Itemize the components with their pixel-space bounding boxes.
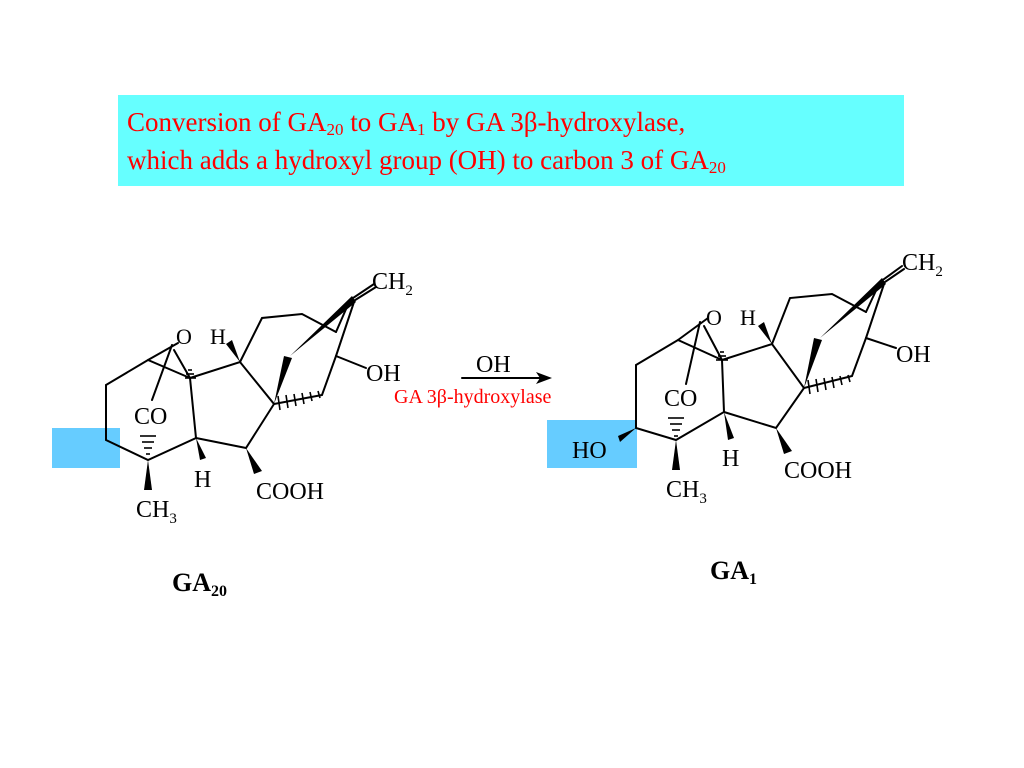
ga1-name-subscript: 1 bbox=[749, 571, 757, 588]
ga20-label-cooh: COOH bbox=[256, 479, 324, 505]
ga1-ring-c bbox=[771, 292, 867, 345]
ga1-wedge bbox=[672, 440, 680, 470]
ga20-bond bbox=[335, 301, 355, 357]
ga1-label-oh: OH bbox=[896, 342, 931, 368]
ga1-bond bbox=[865, 283, 885, 339]
ga20-name: GA20 bbox=[172, 568, 227, 600]
title-subscript: 20 bbox=[708, 158, 726, 177]
ga20-label-h-bottom: H bbox=[194, 467, 211, 493]
ga20-label-ch3: CH3 bbox=[136, 497, 177, 527]
ga1-name-text: GA bbox=[710, 556, 749, 585]
ga1-bond bbox=[685, 321, 701, 385]
ga1-bond bbox=[677, 317, 709, 341]
arrow-head bbox=[536, 372, 552, 384]
ga20-label-co: CO bbox=[134, 404, 167, 430]
ga1-wedge bbox=[804, 338, 822, 388]
ga1-label-h-top: H bbox=[740, 305, 756, 330]
title-box: Conversion of GA20 to GA1 by GA 3β-hydro… bbox=[118, 95, 904, 186]
ga20-wedge bbox=[246, 448, 262, 474]
ga1-hash-bonds bbox=[668, 351, 851, 437]
title-line-1: Conversion of GA20 to GA1 by GA 3β-hydro… bbox=[127, 103, 904, 141]
ga20-label-ch2: CH2 bbox=[372, 269, 413, 299]
ga20-c3-highlight bbox=[52, 428, 120, 468]
ga20-ring-c bbox=[239, 312, 337, 363]
ga1-bond bbox=[703, 325, 723, 361]
title-text: to GA bbox=[343, 107, 417, 137]
reagent-label: OH bbox=[476, 352, 511, 378]
ga20-wedge bbox=[274, 356, 292, 404]
title-subscript: 1 bbox=[416, 120, 426, 139]
ga1-ring-b bbox=[721, 342, 806, 430]
ga1-double-bond bbox=[881, 268, 905, 285]
reaction-arrow-group: OH GA 3β-hydroxylase bbox=[394, 352, 552, 408]
ga1-wedge bbox=[724, 412, 734, 440]
ga20-bond bbox=[151, 344, 173, 401]
ga1-label-o: O bbox=[706, 305, 722, 330]
ga20-name-text: GA bbox=[172, 568, 211, 597]
ga20-ring-b bbox=[189, 360, 276, 450]
ga20-label-o: O bbox=[176, 324, 192, 349]
title-line-2: which adds a hydroxyl group (OH) to carb… bbox=[127, 141, 904, 179]
title-text: Conversion of GA bbox=[127, 107, 327, 137]
ga20-oh-bond bbox=[335, 355, 367, 369]
ga20-hash-bonds bbox=[140, 369, 321, 455]
ga20-label-oh: OH bbox=[366, 361, 401, 387]
ga1-label-co: CO bbox=[664, 386, 697, 412]
ga20-bond bbox=[147, 342, 179, 361]
ga1-wedge bbox=[758, 322, 772, 344]
ga1-oh-bond bbox=[865, 337, 897, 349]
ga1-label-ho: HO bbox=[572, 438, 607, 464]
title-subscript: 20 bbox=[326, 120, 344, 139]
ga20-name-subscript: 20 bbox=[211, 583, 227, 600]
ga1-label-ch2: CH2 bbox=[902, 250, 943, 280]
ga20-ring-d bbox=[273, 355, 337, 405]
ga20-wedge bbox=[196, 438, 206, 460]
ga1-ring-d bbox=[803, 337, 867, 389]
ga20-double-bond bbox=[351, 286, 377, 303]
ga1-label-h-bottom: H bbox=[722, 446, 739, 472]
ga1-wedge bbox=[776, 428, 792, 454]
enzyme-label: GA 3β-hydroxylase bbox=[394, 386, 551, 408]
title-text: which adds a hydroxyl group (OH) to carb… bbox=[127, 145, 709, 175]
ga1-label-ch3: CH3 bbox=[666, 477, 707, 507]
ga20-wedge bbox=[144, 460, 152, 490]
ga20-wedge bbox=[290, 296, 356, 356]
ga1-name: GA1 bbox=[710, 556, 757, 588]
ga20-wedge bbox=[226, 340, 240, 362]
ga20-structure: O H CH2 OH CO H COOH CH3 bbox=[105, 269, 413, 527]
ga1-structure: O H CH2 OH CO HO H COOH CH3 bbox=[572, 250, 943, 507]
title-text: by GA 3β-hydroxylase, bbox=[425, 107, 686, 137]
ga1-label-cooh: COOH bbox=[784, 458, 852, 484]
ga1-c3-highlight bbox=[547, 420, 637, 468]
ga1-ho-wedge bbox=[618, 428, 636, 442]
ga20-label-h-top: H bbox=[210, 324, 226, 349]
ga1-wedge bbox=[820, 278, 886, 338]
